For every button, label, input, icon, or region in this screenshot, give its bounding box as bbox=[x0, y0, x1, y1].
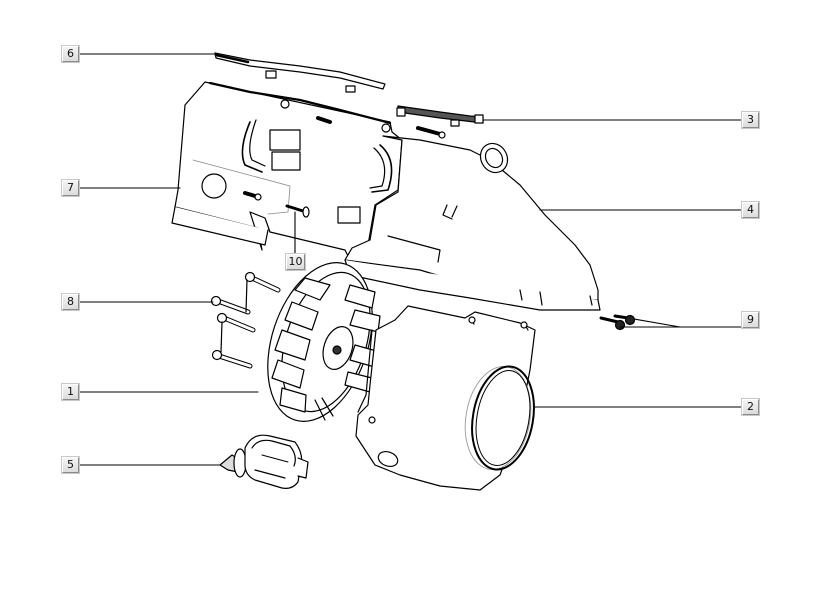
leader-line-9b bbox=[633, 318, 681, 328]
callout-8[interactable]: 8 bbox=[62, 294, 79, 310]
part-8-flange-bolts bbox=[210, 271, 281, 369]
part-10-pin-screw bbox=[285, 204, 310, 218]
callout-10[interactable]: 10 bbox=[286, 254, 305, 270]
callout-5[interactable]: 5 bbox=[62, 457, 79, 473]
callout-2[interactable]: 2 bbox=[742, 399, 759, 415]
callout-4[interactable]: 4 bbox=[742, 202, 759, 218]
part-4-upper-cover-housing bbox=[344, 126, 601, 311]
part-9-screws-pair bbox=[599, 314, 636, 331]
callout-6[interactable]: 6 bbox=[62, 46, 79, 62]
part-6-long-bracket-strip bbox=[214, 52, 386, 93]
callout-9[interactable]: 9 bbox=[742, 312, 759, 328]
part-5-clip-connector bbox=[219, 434, 309, 489]
leader-lines bbox=[79, 53, 743, 466]
part-7-side-cover-panel bbox=[171, 81, 403, 261]
callout-3[interactable]: 3 bbox=[742, 112, 759, 128]
part-2-fan-housing-shroud bbox=[355, 305, 536, 491]
callout-7[interactable]: 7 bbox=[62, 180, 79, 196]
part-3-small-bracket-strip bbox=[396, 105, 484, 127]
callout-1[interactable]: 1 bbox=[62, 384, 79, 400]
part-1-flywheel-fan bbox=[267, 262, 381, 422]
